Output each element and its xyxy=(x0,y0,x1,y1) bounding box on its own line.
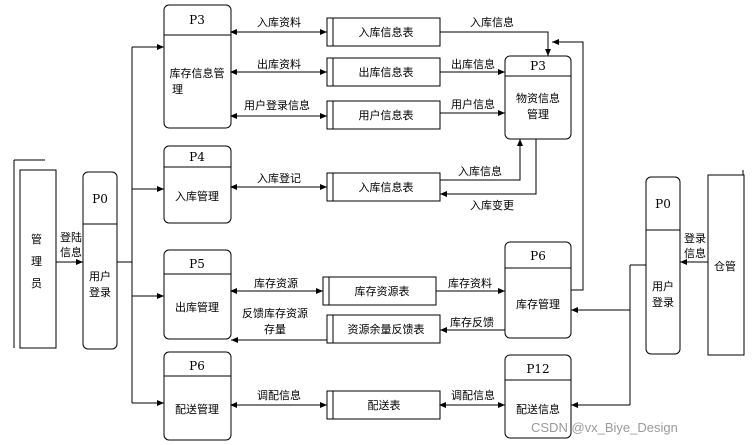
process-p3-right-id: P3 xyxy=(530,59,546,73)
flow-dispatch-right-label: 调配信息 xyxy=(451,388,495,402)
flow-feedback-resource-label: 反馈库存资源存量 xyxy=(242,306,308,336)
process-p3-top: P3 库存信息管理 xyxy=(163,4,232,129)
store-s1-label: 入库信息表 xyxy=(359,25,414,39)
store-s7: 配送表 xyxy=(326,390,441,420)
process-p5-name: 出库管理 xyxy=(175,300,219,314)
store-s1: 入库信息表 xyxy=(326,17,441,47)
flow-in-change-label: 入库变更 xyxy=(470,198,514,212)
process-p0-right-name: 用户登录 xyxy=(652,279,674,309)
flow-in-change xyxy=(440,139,537,197)
store-s4-label: 入库信息表 xyxy=(359,180,414,194)
process-p0-left-id: P0 xyxy=(92,192,108,206)
flow-stock-data-label: 库存资料 xyxy=(448,276,492,290)
process-p4: P4 入库管理 xyxy=(163,145,232,224)
store-s5: 库存资源表 xyxy=(322,276,437,306)
process-p0-right: P0 用户登录 xyxy=(645,176,681,355)
flow-in-register-label: 入库登记 xyxy=(257,171,301,185)
entity-warehouse-label: 仓管 xyxy=(714,259,736,273)
flow-user-login-info-label: 用户登录信息 xyxy=(244,98,310,112)
flow-stock-resource-label: 库存资源 xyxy=(254,276,298,290)
store-s2-label: 出库信息表 xyxy=(359,65,414,79)
flow-in-data-label: 入库资料 xyxy=(257,15,301,29)
flow-in-info-2 xyxy=(440,139,523,181)
entity-warehouse: 仓管 xyxy=(707,170,745,356)
store-s3-label: 用户信息表 xyxy=(359,108,414,122)
process-p3-top-name: 库存信息管理 xyxy=(170,66,225,96)
store-s2: 出库信息表 xyxy=(326,57,441,87)
process-p4-id: P4 xyxy=(189,150,205,164)
process-p0-right-id: P0 xyxy=(655,197,671,211)
watermark: CSDN @vx_Biye_Design xyxy=(531,420,678,435)
process-p4-name: 入库管理 xyxy=(175,189,219,203)
process-p6-right-name: 库存管理 xyxy=(516,297,560,311)
flow-stock-to-p3 xyxy=(552,39,584,291)
process-p6-left-id: P6 xyxy=(189,359,205,373)
process-p6-left: P6 配送管理 xyxy=(163,351,232,441)
entity-admin: 管理员 xyxy=(13,159,57,349)
store-s6: 资源余量反馈表 xyxy=(326,314,441,344)
flow-in-info-1-label: 入库信息 xyxy=(470,15,514,29)
flow-admin-login-label: 登陆信息 xyxy=(60,230,82,259)
process-p12-name: 配送信息 xyxy=(516,402,560,416)
flow-in-info-1 xyxy=(440,31,551,56)
process-p12-id: P12 xyxy=(526,362,549,376)
process-p3-top-id: P3 xyxy=(189,13,205,27)
process-p6-left-name: 配送管理 xyxy=(175,402,219,416)
store-s6-label: 资源余量反馈表 xyxy=(348,322,425,336)
entity-admin-label: 管理员 xyxy=(31,232,42,290)
flow-user-info-label: 用户信息 xyxy=(451,97,495,111)
process-p12: P12 配送信息 xyxy=(504,354,572,439)
process-p6-right: P6 库存管理 xyxy=(504,241,572,339)
flow-dispatch-left-label: 调配信息 xyxy=(257,388,301,402)
flow-warehouse-login-label: 登录信息 xyxy=(684,231,706,260)
store-s7-label: 配送表 xyxy=(368,398,401,412)
flow-out-data-label: 出库资料 xyxy=(257,57,301,71)
process-p5-id: P5 xyxy=(189,257,205,271)
process-p3-right: P3 物资信息管理 xyxy=(504,55,572,140)
flow-out-info-label: 出库信息 xyxy=(451,57,495,71)
flow-in-info-2-label: 入库信息 xyxy=(458,164,502,178)
process-p3-right-name: 物资信息管理 xyxy=(516,91,560,121)
store-s5-label: 库存资源表 xyxy=(355,284,410,298)
store-s4: 入库信息表 xyxy=(326,172,441,202)
store-s3: 用户信息表 xyxy=(326,100,441,130)
process-p5: P5 出库管理 xyxy=(163,249,232,340)
process-p0-left-name: 用户登录 xyxy=(89,269,111,299)
flow-stock-feedback-label: 库存反馈 xyxy=(450,315,494,329)
process-p6-right-id: P6 xyxy=(530,249,546,263)
process-p0-left: P0 用户登录 xyxy=(82,171,118,350)
